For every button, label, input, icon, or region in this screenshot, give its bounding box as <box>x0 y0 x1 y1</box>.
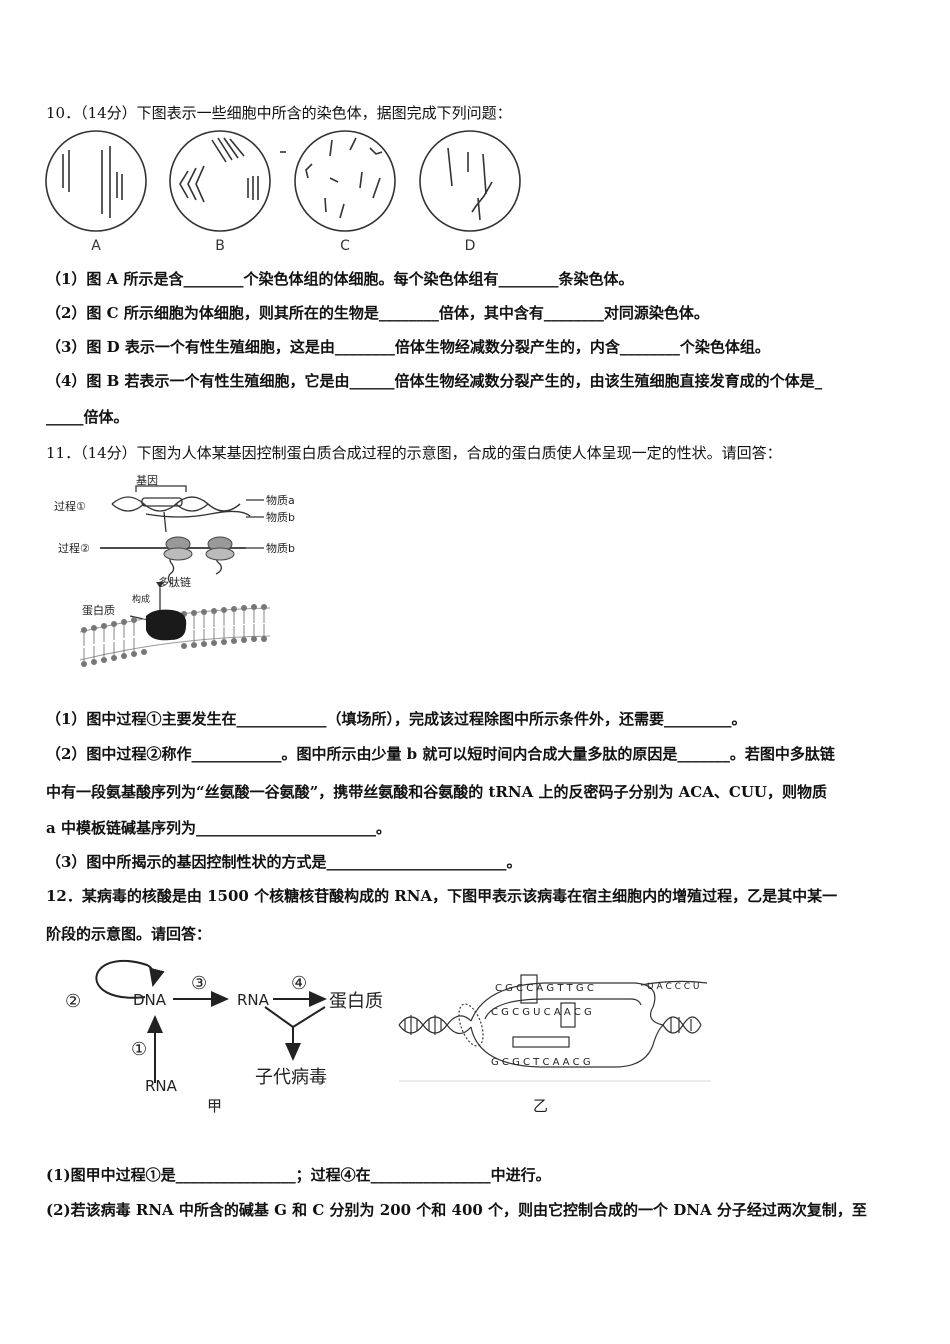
q11-label-gene: 基因 <box>136 474 158 487</box>
q12-yi-bottom-bases: G C G C T C A A C G <box>491 1057 591 1068</box>
q12-jia-progeny: 子代病毒 <box>255 1067 327 1088</box>
q12-jia-dna: DNA <box>133 991 167 1009</box>
q12-yi-caption: 乙 <box>533 1097 548 1115</box>
q12-jia-num2: ② <box>65 991 81 1012</box>
q11-label-process1: 过程① <box>54 500 86 513</box>
q10-part3: （3）图 D 表示一个有性生殖细胞，这是由________倍体生物经减数分裂产生… <box>46 338 770 356</box>
q10-part4: （4）图 B 若表示一个有性生殖细胞，它是由______倍体生物经减数分裂产生的… <box>46 372 823 390</box>
q12-jia-num1: ① <box>131 1039 147 1060</box>
q12-jia-rna-mid: RNA <box>237 991 270 1009</box>
q11-protein-synthesis-figure: 基因 过程① 物质a 物质b 过程② 物质b 多肽链 构成 蛋白质 <box>54 474 295 667</box>
q11-part2: （2）图中过程②称作____________。图中所示由少量 b 就可以短时间内… <box>46 745 835 763</box>
q11-label-process2: 过程② <box>58 542 90 555</box>
q12-jia-protein: 蛋白质 <box>329 991 383 1012</box>
q10-chromosome-figure: A B C D <box>45 130 521 254</box>
q10-fig-label-b: B <box>215 238 225 254</box>
q10-fig-label-c: C <box>340 238 350 254</box>
q11-label-protein: 蛋白质 <box>82 603 115 617</box>
q12-yi-mid-bases: C G C G U C A A C G <box>491 1007 592 1018</box>
q10-part4-cont: _____倍体。 <box>46 408 129 426</box>
q11-stem: 11．（14分）下图为人体某基因控制蛋白质合成过程的示意图，合成的蛋白质使人体呈… <box>46 444 782 462</box>
q10-fig-label-d: D <box>465 238 476 254</box>
q10-part1: （1）图 A 所示是含________个染色体组的体细胞。每个染色体组有____… <box>46 270 634 288</box>
q12-figure-yi: C G C C A G T T G C C G C G U C A A C G … <box>398 974 711 1115</box>
q12-part1: (1)图甲中过程①是________________；过程④在_________… <box>46 1166 551 1184</box>
q10-part2: （2）图 C 所示细胞为体细胞，则其所在的生物是________倍体，其中含有_… <box>46 304 709 322</box>
q11-part1: （1）图中过程①主要发生在____________（填场所），完成该过程除图中所… <box>46 710 747 728</box>
q11-label-substance-a: 物质a <box>266 493 295 507</box>
q11-part2-cont2: a 中模板链碱基序列为________________________。 <box>46 819 391 837</box>
q11-label-substance-b2: 物质b <box>266 541 295 555</box>
q12-part2: (2)若该病毒 RNA 中所含的碱基 G 和 C 分别为 200 个和 400 … <box>46 1201 867 1219</box>
q10-stem: 10．（14分）下图表示一些细胞中所含的染色体，据图完成下列问题： <box>46 104 512 122</box>
q10-fig-label-a: A <box>91 238 101 254</box>
q12-stem: 12．某病毒的核酸是由 1500 个核糖核苷酸构成的 RNA，下图甲表示该病毒在… <box>46 887 838 905</box>
q11-part2-cont1: 中有一段氨基酸序列为“丝氨酸一谷氨酸”，携带丝氨酸和谷氨酸的 tRNA 上的反密… <box>46 783 827 801</box>
q12-stem-cont: 阶段的示意图。请回答： <box>46 925 212 943</box>
q11-part3: （3）图中所揭示的基因控制性状的方式是_____________________… <box>46 853 522 871</box>
q11-label-substance-b1: 物质b <box>266 510 295 524</box>
q12-yi-top-bases: C G C C A G T T G C <box>495 983 594 994</box>
q11-label-constitute: 构成 <box>132 593 150 605</box>
q12-jia-num4: ④ <box>291 973 307 994</box>
q11-label-polypeptide: 多肽链 <box>158 575 191 589</box>
q12-figure-jia: ② DNA ③ RNA ④ 蛋白质 ① RNA 子代病毒 甲 <box>65 959 383 1115</box>
q12-yi-tail-bases: U A C C C U <box>647 982 700 992</box>
q12-jia-caption: 甲 <box>207 1097 222 1115</box>
q12-jia-num3: ③ <box>191 973 207 994</box>
q12-jia-rna-bottom: RNA <box>145 1077 178 1095</box>
